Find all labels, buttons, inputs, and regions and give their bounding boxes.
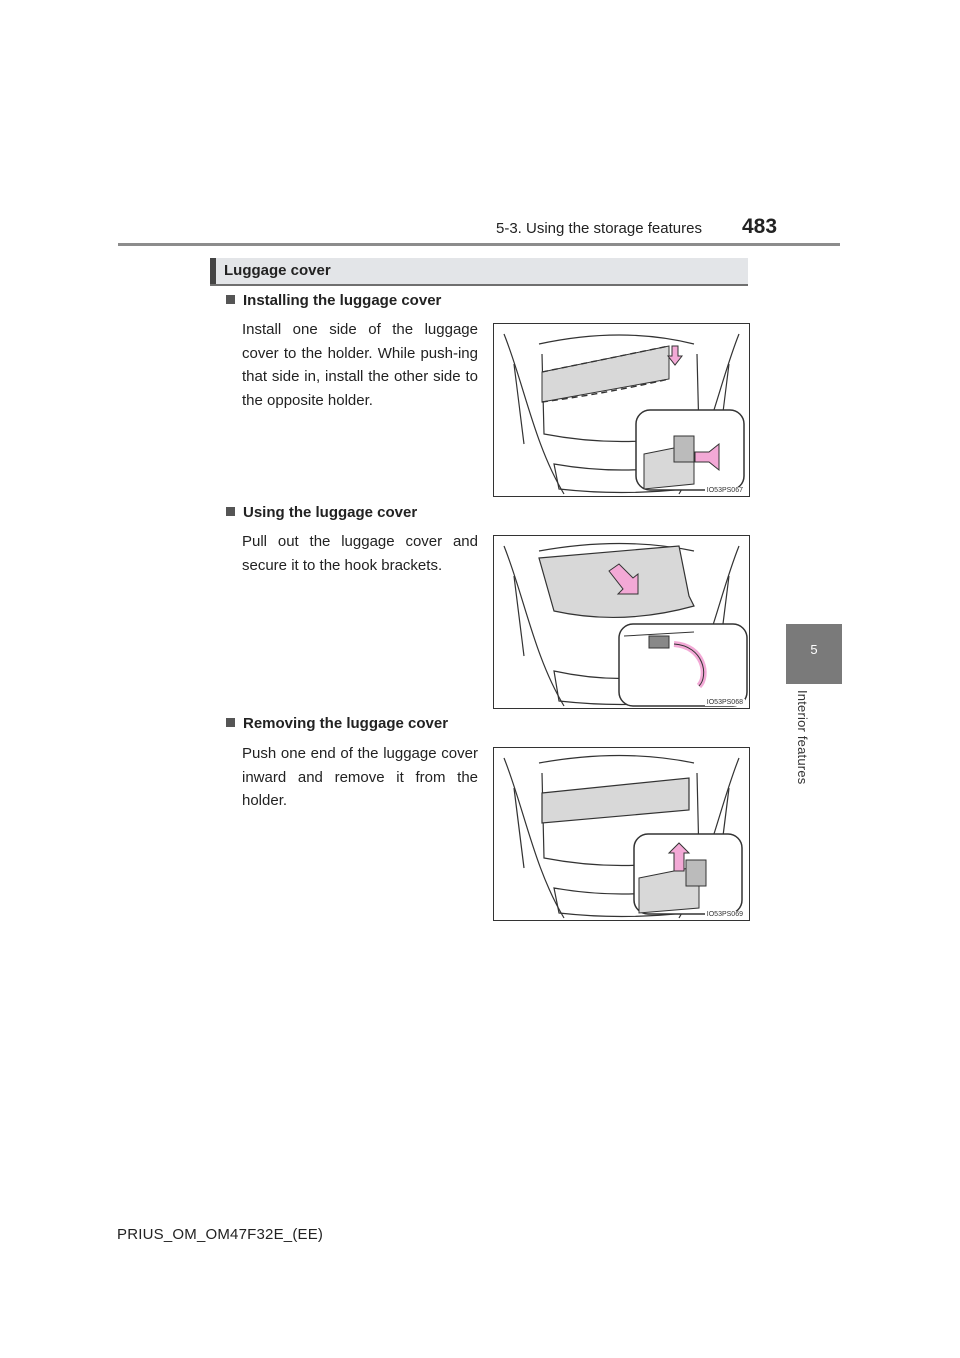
chapter-title: Interior features xyxy=(795,690,810,785)
illustration-installing-cover: IO53PS067 xyxy=(493,323,750,497)
subsection-body-using: Pull out the luggage cover and secure it… xyxy=(242,533,478,574)
section-heading-bar: Luggage cover xyxy=(210,258,748,286)
section-title: Luggage cover xyxy=(224,262,331,279)
illustration-removing-cover: IO53PS069 xyxy=(493,747,750,921)
subsection-heading-using: Using the luggage cover xyxy=(226,504,417,521)
page-number: 483 xyxy=(742,215,778,238)
figure-code: IO53PS068 xyxy=(704,699,745,706)
chapter-tab: 5 xyxy=(786,624,842,684)
illustration-using-cover: IO53PS068 xyxy=(493,535,750,709)
figure-code: IO53PS069 xyxy=(704,911,745,918)
section-underline xyxy=(210,284,748,286)
bullet-square-icon xyxy=(226,295,235,304)
subsection-heading-text: Using the luggage cover xyxy=(243,504,418,521)
trunk-illustration-1 xyxy=(503,333,745,495)
subsection-heading-removing: Removing the luggage cover xyxy=(226,715,448,732)
trunk-illustration-2 xyxy=(503,542,748,707)
header-rule xyxy=(118,243,840,246)
bullet-square-icon xyxy=(226,507,235,516)
subsection-heading-text: Removing the luggage cover xyxy=(243,715,449,732)
subsection-heading-installing: Installing the luggage cover xyxy=(226,292,441,309)
chapter-number: 5 xyxy=(810,642,818,657)
subsection-body-installing: Install one side of the luggage cover to… xyxy=(242,321,478,409)
header-section-title: 5-3. Using the storage features xyxy=(496,220,702,237)
bullet-square-icon xyxy=(226,718,235,727)
trunk-illustration-3 xyxy=(503,754,743,919)
subsection-heading-text: Installing the luggage cover xyxy=(243,292,442,309)
subsection-body-removing: Push one end of the luggage cover inward… xyxy=(242,745,478,809)
document-id: PRIUS_OM_OM47F32E_(EE) xyxy=(117,1226,324,1243)
section-marker xyxy=(210,258,216,284)
figure-code: IO53PS067 xyxy=(704,487,745,494)
